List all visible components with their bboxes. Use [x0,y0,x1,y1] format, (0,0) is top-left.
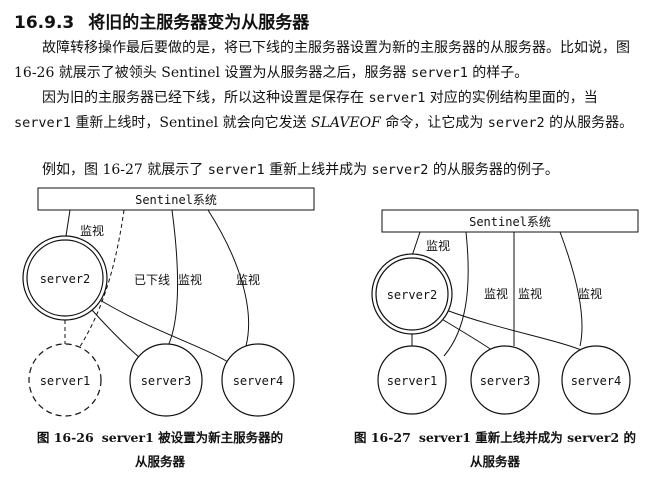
fig1-edge-replica-server3 [91,309,141,359]
fig2-edge-monitor-master [411,231,421,257]
fig2-caption-number: 图 16-27 [353,430,411,445]
p1-text-1: 故障转移操作最后要做的是，将已下线的主服务器设置为新的主服务器的从服务器。比如说… [14,40,630,81]
fig2-edge-monitor-server4 [559,231,583,347]
fig2-label-server2: server2 [387,288,438,302]
fig1-caption-text-1: server1 被设置为新主服务器的 [101,430,284,445]
fig1-label-server2: server2 [40,272,91,286]
fig1-node-server2 [22,235,108,321]
section-heading: 16.9.3 将旧的主服务器变为从服务器 [14,8,309,33]
p2-code-1: server1 [368,90,426,106]
fig1-caption-number: 图 16-26 [36,430,94,445]
section-title: 将旧的主服务器变为从服务器 [88,13,310,33]
fig1-label-monitor-server3: 监视 [178,272,202,287]
fig2-edge-monitor-server1 [443,231,469,357]
fig2-caption-line-2: 从服务器 [469,454,520,469]
paragraph-3: 例如，图 16-27 就展示了 server1 重新上线并成为 server2 … [14,158,640,183]
fig2-label-server1: server1 [387,374,438,388]
p2-text-2: 对应的实例结构里面的，当 [425,90,598,106]
fig1-label-monitor-server4: 监视 [236,272,260,287]
p2-code-3: server2 [487,115,545,131]
fig1-label-monitor-master: 监视 [80,223,104,238]
fig2-node-server2 [371,253,453,335]
fig2-edge-replica-server4 [445,309,587,353]
p3-text-3: 的从服务器的例子。 [428,162,559,178]
fig2-sentinel-label: Sentinel系统 [469,215,551,229]
fig2-node-server3 [470,345,540,415]
fig1-label-offline: 已下线 [134,273,170,287]
fig2-label-monitor-server4: 监视 [578,286,602,301]
p3-code-1: server1 [207,162,265,178]
p2-code-2: server1 [14,115,71,131]
fig1-caption-line-1: 图 16-26 server1 被设置为新主服务器的 [20,426,300,450]
fig2-caption-line-1: 图 16-27 server1 重新上线并成为 server2 的 [350,426,640,450]
p2-italic-command: SLAVEOF [311,115,381,131]
fig1-edge-monitor-server3 [167,209,179,347]
figure-16-27-caption: 图 16-27 server1 重新上线并成为 server2 的 从服务器 [350,426,640,474]
fig2-node-server1 [377,345,447,415]
fig2-sentinel-box [381,209,639,233]
fig1-node-server2-inner-ring [26,239,104,317]
fig1-caption-line-2: 从服务器 [134,454,185,469]
fig1-label-server4: server4 [233,374,284,388]
p3-text-2: 重新上线并成为 [264,162,372,178]
fig2-caption-text-1: server1 重新上线并成为 server2 的 [418,430,637,445]
figure-16-26: Sentinel系统 server2 server1 server3 serve… [22,187,315,417]
fig2-label-monitor-server3: 监视 [518,286,542,301]
fig2-node-server4 [561,345,631,415]
fig1-node-server4 [221,343,295,417]
fig1-edge-monitor-master [65,209,71,237]
fig2-node-server2-inner-ring [375,257,449,331]
fig1-node-server3 [129,343,203,417]
fig2-label-monitor-master: 监视 [426,238,450,253]
paragraph-2: 因为旧的主服务器已经下线，所以这种设置是保存在 server1 对应的实例结构里… [14,86,640,136]
section-number: 16.9.3 [14,13,75,33]
p1-text-2: 的样子。 [467,65,529,81]
p2-text-3: 重新上线时，Sentinel 就会向它发送 [70,115,312,131]
fig2-label-server4: server4 [571,374,622,388]
p2-text-5: 的从服务器。 [544,115,634,131]
p2-text-4: 命令，让它成为 [380,115,488,131]
fig1-label-server1: server1 [40,374,91,388]
figure-16-27: Sentinel系统 server2 server1 server3 serve… [371,209,639,415]
p1-code-1: server1 [410,65,468,81]
fig1-edge-replica-server4 [99,299,229,363]
p3-text-1: 例如，图 16-27 就展示了 [42,162,208,178]
paragraph-1: 故障转移操作最后要做的是，将已下线的主服务器设置为新的主服务器的从服务器。比如说… [14,36,640,86]
fig2-label-monitor-server1: 监视 [484,286,508,301]
fig1-edge-monitor-server4 [207,209,249,347]
fig1-sentinel-label: Sentinel系统 [135,193,217,207]
fig1-sentinel-box [37,187,315,211]
p2-text-1: 因为旧的主服务器已经下线，所以这种设置是保存在 [42,90,369,106]
figure-16-26-caption: 图 16-26 server1 被设置为新主服务器的 从服务器 [20,426,300,474]
fig2-label-server3: server3 [480,374,531,388]
fig1-node-server1 [28,343,102,417]
p3-code-2: server2 [371,162,429,178]
fig1-label-server3: server3 [141,374,192,388]
